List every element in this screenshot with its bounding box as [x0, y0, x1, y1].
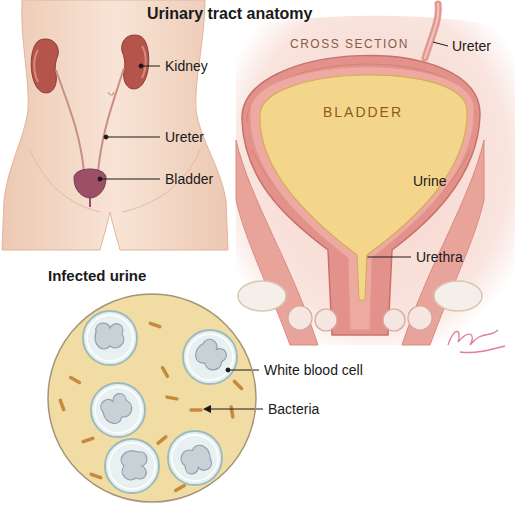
- bacterium: [191, 408, 201, 412]
- white-blood-cell: [168, 431, 222, 485]
- white-blood-cell: [183, 330, 237, 384]
- leader-line: [228, 370, 259, 371]
- leader-line: [100, 179, 160, 180]
- urethra: [89, 198, 91, 207]
- kidney: [31, 39, 58, 93]
- arrow-head: [203, 405, 211, 413]
- magnifier-circle: [48, 294, 256, 502]
- muscle-bundle: [383, 309, 405, 331]
- kidney: [122, 35, 149, 89]
- magnified-view: Infected urine: [42, 268, 262, 508]
- figure-title: Urinary tract anatomy: [147, 4, 312, 23]
- part-label: Bacteria: [268, 401, 319, 417]
- cell-membrane: [183, 330, 237, 384]
- cell-membrane: [109, 443, 155, 489]
- leader-line: [433, 42, 448, 46]
- signature: [448, 330, 505, 353]
- node-outline: [42, 268, 262, 508]
- bacterium: [83, 438, 92, 441]
- ureter: [56, 70, 84, 172]
- pelvic-tissue: [236, 16, 515, 345]
- cell-membrane: [87, 315, 133, 361]
- pelvic-bone: [238, 281, 286, 311]
- kidney-highlight: [142, 46, 146, 78]
- white-blood-cell: [105, 439, 159, 493]
- torso: [2, 0, 228, 250]
- leader-dot: [139, 64, 143, 68]
- part-label: Ureter: [452, 38, 491, 54]
- bacterium: [158, 437, 166, 443]
- kidney-highlight: [34, 50, 38, 82]
- muscle-bundle: [408, 306, 432, 330]
- cell-membrane: [187, 334, 233, 380]
- part-label: Bladder: [165, 171, 213, 187]
- cell-membrane: [95, 387, 141, 433]
- part-label: Urethra: [416, 249, 463, 265]
- leader-line: [364, 257, 411, 258]
- part-label: White blood cell: [264, 362, 363, 378]
- white-blood-cell: [83, 311, 137, 365]
- leader-dot: [104, 135, 108, 139]
- panel-heading: Infected urine: [48, 268, 146, 284]
- torso-figure: [2, 0, 228, 250]
- bacterium: [60, 400, 63, 409]
- cell-nucleus: [95, 323, 124, 349]
- bacterium: [71, 378, 80, 383]
- cross-section: [236, 4, 515, 353]
- bacterium: [176, 486, 185, 491]
- bacterium: [91, 474, 100, 477]
- cell-membrane: [168, 431, 222, 485]
- cell-nucleus: [178, 443, 214, 477]
- organ-name: BLADDER: [255, 104, 471, 120]
- bacterium: [150, 323, 159, 326]
- cell-nucleus: [98, 390, 136, 427]
- white-blood-cell: [91, 383, 145, 437]
- muscle-bundle: [315, 309, 337, 331]
- navel: [108, 92, 114, 95]
- muscle-bundle: [288, 306, 312, 330]
- part-label: Kidney: [165, 58, 208, 74]
- ureter-tube: [425, 4, 438, 58]
- leader-line: [106, 137, 160, 138]
- cell-membrane: [83, 311, 137, 365]
- cell-membrane: [91, 383, 145, 437]
- ureter: [98, 68, 124, 172]
- cell-membrane: [105, 439, 159, 493]
- pelvic-bone: [434, 281, 482, 311]
- cell-nucleus: [192, 336, 231, 374]
- cell-membrane: [172, 435, 218, 481]
- leader-line: [141, 66, 160, 67]
- ureter-tube: [425, 4, 438, 58]
- urine-disc: [48, 294, 256, 502]
- part-label: Ureter: [165, 129, 204, 145]
- magnified-urine: [48, 294, 256, 502]
- leader-dot: [226, 368, 230, 372]
- bacterium: [167, 397, 177, 399]
- bacterium: [234, 381, 241, 388]
- bladder: [74, 169, 106, 198]
- section-heading: CROSS SECTION: [290, 36, 409, 52]
- leader-dot: [98, 177, 102, 181]
- bacterium: [163, 368, 168, 377]
- part-label: Urine: [413, 173, 446, 189]
- cell-nucleus: [121, 451, 147, 480]
- leader-lines: [98, 64, 160, 181]
